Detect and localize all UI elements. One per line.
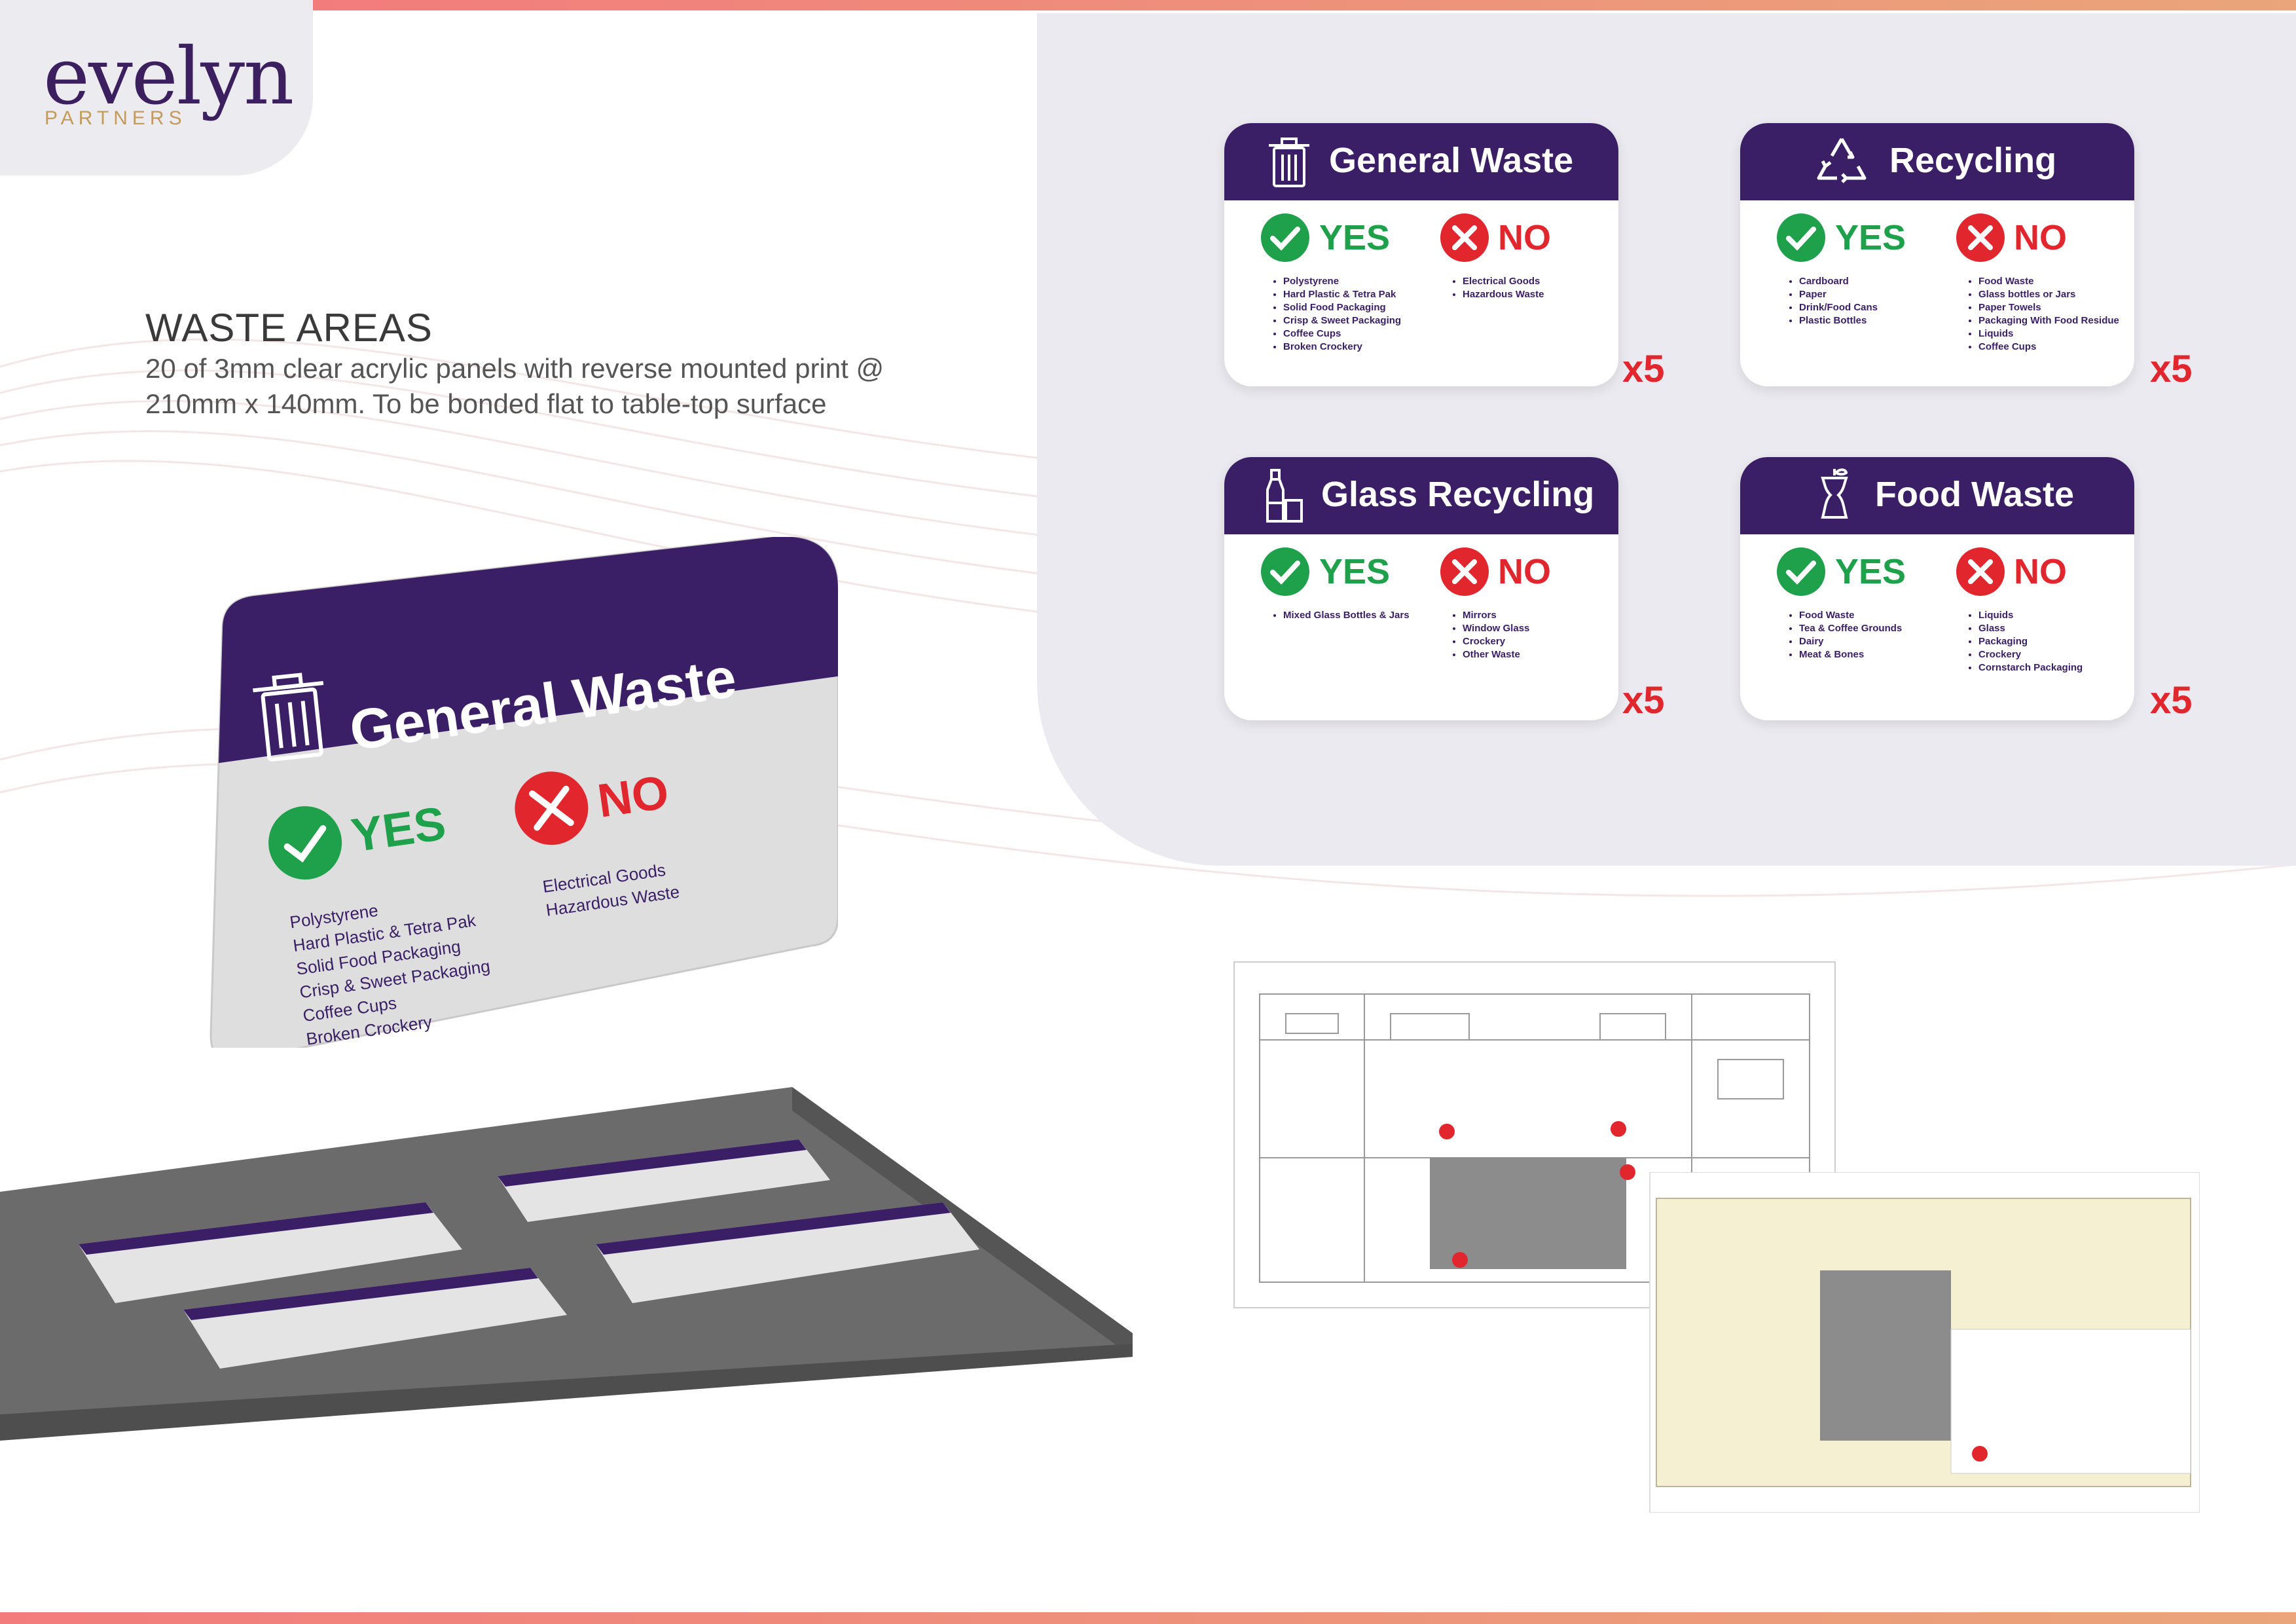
no-list: Electrical Goods Hazardous Waste xyxy=(1444,275,1618,301)
floor-plan-lower xyxy=(1649,1172,2200,1513)
check-icon xyxy=(1261,213,1309,262)
yes-list: Cardboard Paper Drink/Food Cans Plastic … xyxy=(1781,275,1956,327)
apple-core-icon xyxy=(1821,468,1848,519)
cross-icon xyxy=(1956,547,2005,596)
mockup-no: NO xyxy=(594,766,672,828)
yes-list: Polystyrene Hard Plastic & Tetra Pak Sol… xyxy=(1265,275,1440,354)
logo-area xyxy=(0,0,313,175)
list-item: Polystyrene xyxy=(1283,275,1440,288)
top-accent-bar xyxy=(313,0,2296,10)
list-item: Coffee Cups xyxy=(1283,327,1440,341)
bin-icon xyxy=(1269,138,1309,187)
sign-title: General Waste xyxy=(1329,141,1574,180)
list-item: Crockery xyxy=(1463,635,1618,648)
list-item: Paper Towels xyxy=(1978,301,2134,314)
mini-sign-glass xyxy=(183,1268,567,1369)
recycle-icon xyxy=(1817,138,1867,183)
no-label: NO xyxy=(1498,218,1551,257)
sign-header: Glass Recycling xyxy=(1224,457,1618,534)
check-icon xyxy=(1777,547,1825,596)
cross-icon xyxy=(1956,213,2005,262)
list-item: Paper xyxy=(1799,288,1956,301)
list-item: Crockery xyxy=(1978,648,2134,661)
brand-logo: evelyn xyxy=(43,31,294,122)
list-item: Food Waste xyxy=(1978,275,2134,288)
sign-title: Recycling xyxy=(1889,141,2057,180)
sign-recycling: Recycling YES NO Cardboard Paper Drink/F… xyxy=(1740,123,2134,386)
list-item: Coffee Cups xyxy=(1978,341,2134,354)
bottle-icon xyxy=(1266,469,1303,523)
list-item: Plastic Bottles xyxy=(1799,314,1956,327)
list-item: Cardboard xyxy=(1799,275,1956,288)
yes-label: YES xyxy=(1835,218,1906,257)
list-item: Tea & Coffee Grounds xyxy=(1799,622,1956,635)
list-item: Electrical Goods xyxy=(1463,275,1618,288)
check-icon xyxy=(268,806,342,880)
list-item: Glass xyxy=(1978,622,2134,635)
check-icon xyxy=(1261,547,1309,596)
list-item: Food Waste xyxy=(1799,609,1956,622)
list-item: Liquids xyxy=(1978,327,2134,341)
list-item: Glass bottles or Jars xyxy=(1978,288,2134,301)
cross-icon xyxy=(1440,547,1489,596)
list-item: Drink/Food Cans xyxy=(1799,301,1956,314)
mockup-yes: YES xyxy=(348,797,449,862)
cross-icon xyxy=(1440,213,1489,262)
no-label: NO xyxy=(1498,552,1551,591)
sign-header: Recycling xyxy=(1740,123,2134,200)
yes-label: YES xyxy=(1319,218,1391,257)
no-label: NO xyxy=(2014,218,2067,257)
list-item: Window Glass xyxy=(1463,622,1618,635)
quantity-label: x5 xyxy=(1622,348,1665,390)
yes-label: YES xyxy=(1835,552,1906,591)
sign-food-waste: Food Waste YES NO Food Waste Tea & Coffe… xyxy=(1740,457,2134,720)
list-item: Crisp & Sweet Packaging xyxy=(1283,314,1440,327)
list-item: Hazardous Waste xyxy=(1463,288,1618,301)
quantity-label: x5 xyxy=(2150,679,2193,722)
list-item: Mirrors xyxy=(1463,609,1618,622)
list-item: Solid Food Packaging xyxy=(1283,301,1440,314)
yes-label: YES xyxy=(1319,552,1391,591)
list-item: Packaging With Food Residue xyxy=(1978,314,2134,327)
yes-list: Food Waste Tea & Coffee Grounds Dairy Me… xyxy=(1781,609,1956,661)
sign-glass-recycling: Glass Recycling YES NO Mixed Glass Bottl… xyxy=(1224,457,1618,720)
bottom-accent-bar xyxy=(0,1612,2296,1624)
list-item: Hard Plastic & Tetra Pak xyxy=(1283,288,1440,301)
list-item: Dairy xyxy=(1799,635,1956,648)
sign-header: Food Waste xyxy=(1740,457,2134,534)
check-icon xyxy=(1777,213,1825,262)
mini-sign-recycling xyxy=(498,1139,830,1222)
table-mockup xyxy=(0,1087,1133,1441)
list-item: Other Waste xyxy=(1463,648,1618,661)
sign-title: Glass Recycling xyxy=(1321,475,1595,514)
list-item: Meat & Bones xyxy=(1799,648,1956,661)
general-waste-sign-mockup: General Waste YES NO Polystyrene Hard Pl… xyxy=(210,537,838,1048)
list-item: Liquids xyxy=(1978,609,2134,622)
no-label: NO xyxy=(2014,552,2067,591)
no-list: Liquids Glass Packaging Crockery Cornsta… xyxy=(1960,609,2134,674)
quantity-label: x5 xyxy=(2150,348,2193,390)
brand-sub: PARTNERS xyxy=(45,107,187,129)
list-item: Packaging xyxy=(1978,635,2134,648)
list-item: Mixed Glass Bottles & Jars xyxy=(1283,609,1440,622)
quantity-label: x5 xyxy=(1622,679,1665,722)
yes-list: Mixed Glass Bottles & Jars xyxy=(1265,609,1440,622)
sign-title: Food Waste xyxy=(1875,475,2074,514)
no-list: Food Waste Glass bottles or Jars Paper T… xyxy=(1960,275,2134,354)
mini-sign-food xyxy=(596,1202,979,1303)
list-item: Cornstarch Packaging xyxy=(1978,661,2134,674)
list-item: Broken Crockery xyxy=(1283,341,1440,354)
no-list: Mirrors Window Glass Crockery Other Wast… xyxy=(1444,609,1618,661)
sign-general-waste: General Waste YES NO Polystyrene Hard Pl… xyxy=(1224,123,1618,386)
page-description: 20 of 3mm clear acrylic panels with reve… xyxy=(145,353,884,419)
page-title: WASTE AREAS xyxy=(145,306,433,350)
mini-sign-general xyxy=(79,1202,462,1303)
sign-header: General Waste xyxy=(1224,123,1618,200)
